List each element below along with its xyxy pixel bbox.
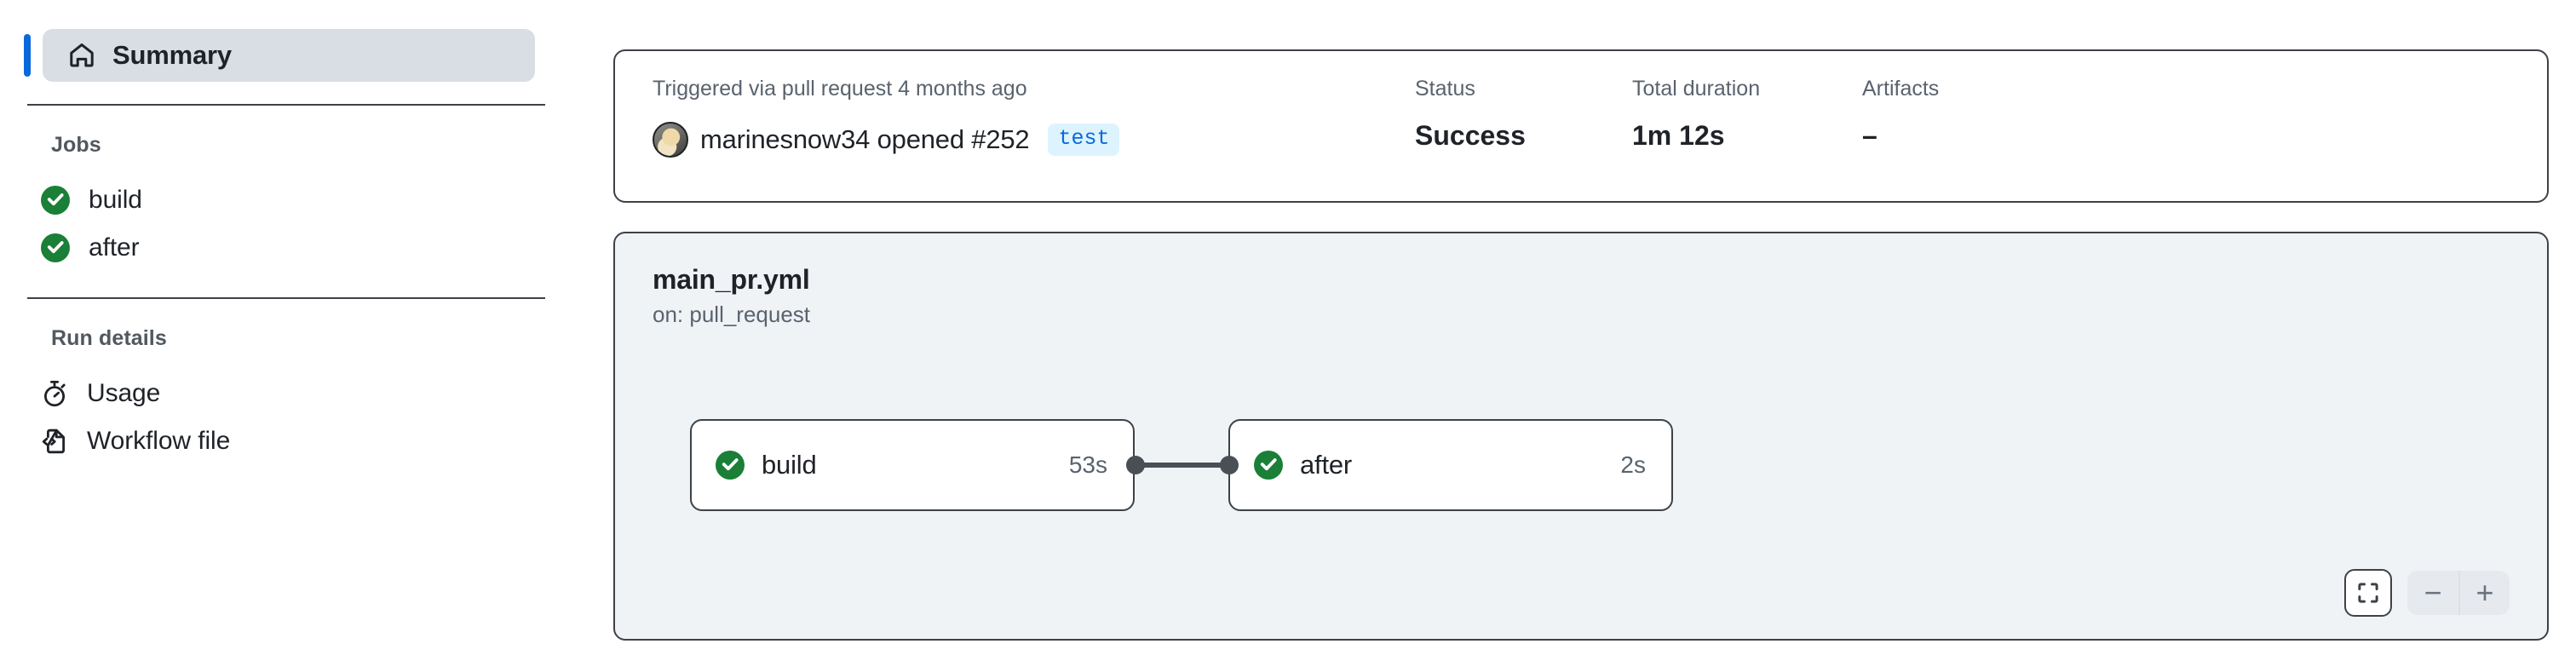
sidebar-run-details-list: Usage Workflow file <box>0 370 596 465</box>
trigger-label: Triggered via pull request 4 months ago <box>653 77 1027 101</box>
status-info: Status Success <box>1415 77 1632 151</box>
artifacts-value: – <box>1862 120 1877 151</box>
duration-value: 1m 12s <box>1632 120 1725 151</box>
sidebar-divider-top <box>27 104 545 106</box>
zoom-out-button[interactable]: − <box>2424 575 2442 610</box>
trigger-actor-row: marinesnow34 opened #252 test <box>653 122 1415 158</box>
trigger-info: Triggered via pull request 4 months ago … <box>653 78 1415 158</box>
check-circle-icon <box>1254 451 1283 480</box>
graph-node-name: after <box>1300 450 1353 480</box>
selected-indicator-bar <box>24 34 31 77</box>
job-graph[interactable]: build 53s after 2s <box>653 419 2510 639</box>
stopwatch-icon <box>41 380 68 407</box>
workflow-file-title: main_pr.yml <box>653 264 810 295</box>
job-name: after <box>89 233 140 262</box>
zoom-button-group: − + <box>2407 571 2510 615</box>
check-circle-icon <box>716 451 745 480</box>
file-code-icon <box>41 428 68 455</box>
graph-node-duration: 53s <box>1068 451 1107 478</box>
duration-info: Total duration 1m 12s <box>1632 77 1862 151</box>
graph-port-after-input <box>1220 456 1239 474</box>
graph-port-build-output <box>1126 456 1145 474</box>
sidebar-section-jobs-heading: Jobs <box>51 133 101 157</box>
duration-label: Total duration <box>1632 77 1761 101</box>
zoom-in-button[interactable]: + <box>2458 571 2510 615</box>
sidebar-item-job-build[interactable]: build <box>0 176 596 224</box>
graph-edge-build-to-after <box>1135 463 1228 468</box>
main-content: Triggered via pull request 4 months ago … <box>596 0 2576 641</box>
avatar <box>653 122 688 158</box>
workflow-trigger-event: on: pull_request <box>653 301 811 327</box>
job-name: build <box>89 186 142 214</box>
trigger-action-text[interactable]: marinesnow34 opened #252 <box>700 124 1030 154</box>
sidebar-item-job-after[interactable]: after <box>0 224 596 272</box>
check-circle-icon <box>41 186 70 215</box>
graph-node-name: build <box>762 450 817 480</box>
sidebar-section-run-details-heading: Run details <box>51 326 167 350</box>
artifacts-info: Artifacts – <box>1862 77 1940 151</box>
sidebar-item-usage[interactable]: Usage <box>0 370 596 417</box>
status-value: Success <box>1415 120 1526 151</box>
run-detail-label: Workflow file <box>87 427 231 455</box>
graph-zoom-controls: − + <box>2344 569 2510 617</box>
fit-to-screen-button[interactable] <box>2344 569 2392 617</box>
graph-node-build[interactable]: build 53s <box>690 419 1135 511</box>
sidebar-item-workflow-file[interactable]: Workflow file <box>0 417 596 465</box>
fit-to-screen-icon <box>2355 580 2381 606</box>
sidebar-item-label: Summary <box>112 40 232 70</box>
sidebar: Summary Jobs build <box>0 0 596 465</box>
sidebar-jobs-list: build after <box>0 176 596 272</box>
sidebar-divider-bottom <box>27 297 545 299</box>
workflow-graph-card: main_pr.yml on: pull_request build 53s <box>613 232 2549 641</box>
graph-node-after[interactable]: after 2s <box>1228 419 1673 511</box>
branch-badge[interactable]: test <box>1048 123 1120 157</box>
home-icon <box>68 42 95 69</box>
artifacts-label: Artifacts <box>1862 77 1940 101</box>
status-label: Status <box>1415 77 1475 101</box>
run-summary-card: Triggered via pull request 4 months ago … <box>613 49 2549 203</box>
check-circle-icon <box>41 233 70 262</box>
graph-node-duration: 2s <box>1620 451 1646 478</box>
run-detail-label: Usage <box>87 379 161 407</box>
sidebar-item-summary[interactable]: Summary <box>24 29 535 82</box>
